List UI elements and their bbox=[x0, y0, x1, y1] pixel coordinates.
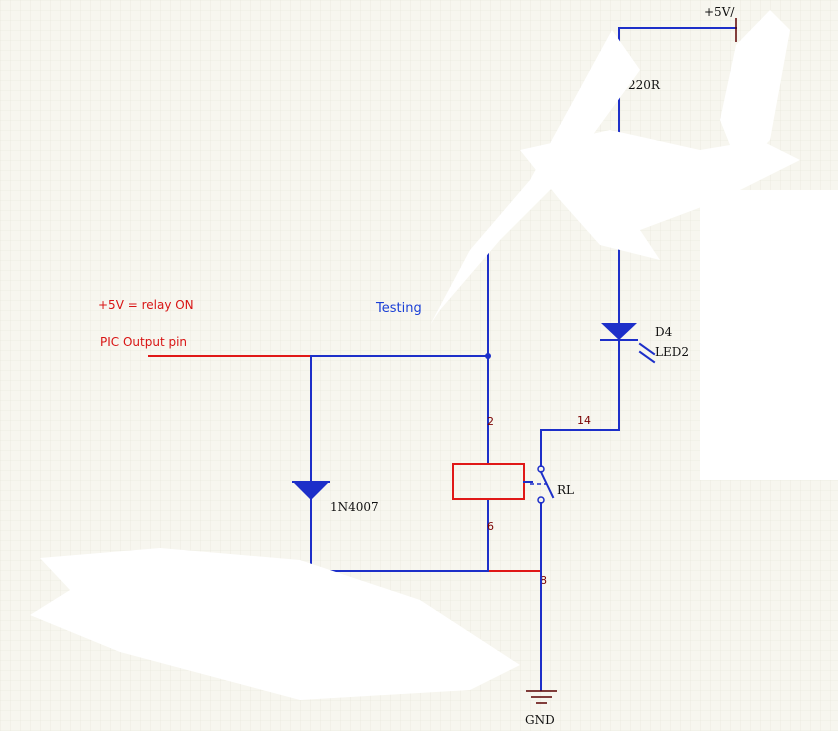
led-arrow-1 bbox=[638, 342, 656, 356]
led-arrow-2 bbox=[638, 350, 656, 364]
erased-region-top-right bbox=[720, 10, 790, 170]
erased-region-cloud bbox=[520, 130, 800, 260]
resistor-value-label: 220R bbox=[628, 78, 661, 92]
pin-2-label: 2 bbox=[487, 415, 494, 428]
pic-output-label: PIC Output pin bbox=[100, 335, 187, 349]
led-part-label: LED2 bbox=[655, 345, 689, 359]
erased-region-right bbox=[700, 190, 838, 480]
supply-label: +5V/ bbox=[704, 5, 735, 19]
testing-label: Testing bbox=[375, 301, 422, 316]
pin-8-label: 8 bbox=[540, 574, 547, 587]
diode-symbol bbox=[293, 482, 329, 500]
diode-part-label: 1N4007 bbox=[330, 500, 379, 514]
erased-stroke-diagonal bbox=[430, 30, 640, 325]
erased-region-left bbox=[30, 548, 520, 700]
pin-6-label: 6 bbox=[487, 520, 494, 533]
relay-on-label: +5V = relay ON bbox=[98, 298, 194, 312]
relay-ref-label: RL bbox=[557, 483, 574, 497]
ground-label: GND bbox=[525, 713, 555, 727]
led-symbol bbox=[601, 323, 637, 340]
led-ref-label: D4 bbox=[655, 325, 673, 339]
pin-14-label: 14 bbox=[577, 414, 591, 427]
